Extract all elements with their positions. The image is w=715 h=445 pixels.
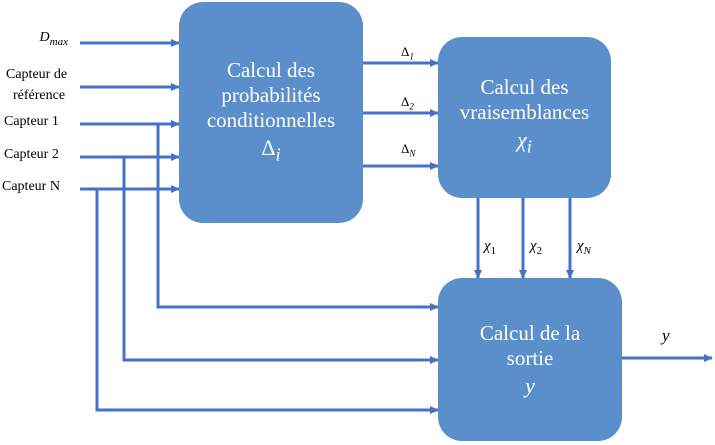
label-chi-2: χ2 xyxy=(530,238,542,259)
label-dmax: Dmax xyxy=(10,30,68,50)
box-likelihoods-symbol: χi xyxy=(517,127,532,159)
bypass-sn xyxy=(95,189,439,414)
box-probabilities: Calcul des probabilités conditionnelles … xyxy=(179,2,363,223)
box-probabilities-symbol: Δi xyxy=(261,135,280,167)
box-output-line1: Calcul de la xyxy=(479,321,581,345)
label-ref-line1: Capteur de xyxy=(6,67,68,82)
label-chi-1-base: χ xyxy=(484,238,491,254)
label-delta-2: Δ2 xyxy=(401,94,414,115)
label-chi-n: χN xyxy=(577,238,591,259)
box-probabilities-line3: conditionnelles xyxy=(206,107,336,132)
label-delta-1-sub: 1 xyxy=(409,51,414,62)
label-chi-2-sub: 2 xyxy=(536,245,543,257)
label-chi-n-sub: N xyxy=(583,245,591,257)
box-output-symbol: y xyxy=(525,373,535,398)
label-delta-n-base: Δ xyxy=(401,141,410,156)
label-delta-n-sub: N xyxy=(409,148,416,159)
box-likelihoods-symbol-sub: i xyxy=(526,136,532,157)
label-delta-2-sub: 2 xyxy=(409,101,414,112)
box-likelihoods-line1: Calcul des xyxy=(480,75,569,100)
label-delta-1: Δ1 xyxy=(401,44,414,65)
box-probabilities-symbol-base: Δ xyxy=(261,134,276,160)
label-chi-n-base: χ xyxy=(577,238,584,254)
label-chi-1-sub: 1 xyxy=(490,245,497,257)
box-likelihoods-line2: vraisemblances xyxy=(459,100,590,125)
label-dmax-sub: max xyxy=(49,35,68,48)
label-delta-1-base: Δ xyxy=(401,44,410,59)
label-chi-1: χ1 xyxy=(484,238,496,259)
box-output: Calcul de la sortie y xyxy=(438,278,622,441)
bypass-s2 xyxy=(122,157,439,364)
label-sn: Capteur N xyxy=(2,179,60,194)
label-delta-n: ΔN xyxy=(401,141,415,162)
label-dmax-base: D xyxy=(39,30,50,45)
label-delta-2-base: Δ xyxy=(401,94,410,109)
label-ref-line2: référence xyxy=(13,88,66,103)
box-probabilities-line1: Calcul des xyxy=(226,57,316,82)
box-output-line2: sortie xyxy=(506,346,554,370)
box-likelihoods: Calcul des vraisemblances χi xyxy=(438,37,611,198)
box-likelihoods-symbol-base: χ xyxy=(517,127,527,153)
bypass-s1 xyxy=(156,124,439,311)
label-s1: Capteur 1 xyxy=(4,114,59,129)
label-output: y xyxy=(662,326,670,345)
box-probabilities-symbol-sub: i xyxy=(275,144,281,165)
label-s2: Capteur 2 xyxy=(4,147,59,162)
box-probabilities-line2: probabilités xyxy=(221,82,321,107)
label-chi-2-base: χ xyxy=(530,238,537,254)
